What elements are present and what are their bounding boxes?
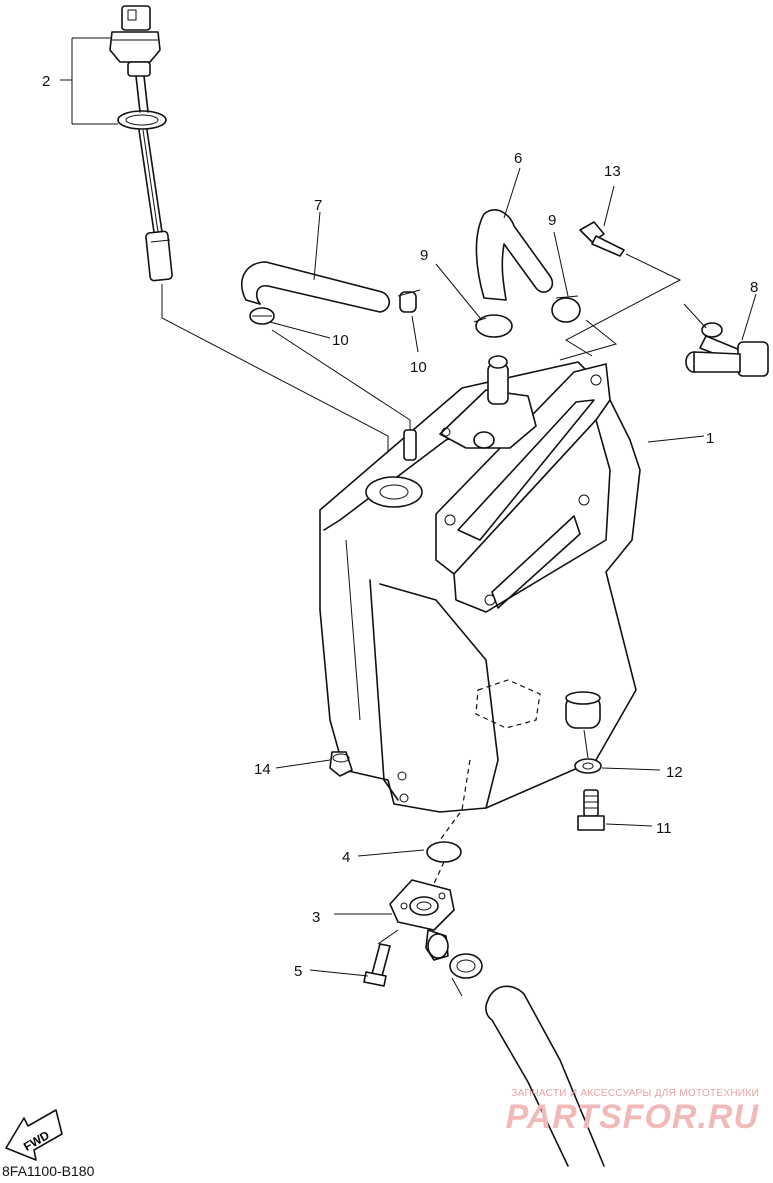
hose-clamp-9b[interactable] bbox=[551, 295, 581, 323]
bolt-5[interactable] bbox=[363, 943, 391, 987]
fwd-arrow-icon: FWD bbox=[5, 1109, 63, 1161]
bolt-13[interactable] bbox=[579, 221, 625, 257]
breather-hose[interactable] bbox=[241, 261, 391, 313]
lower-hose-clamp[interactable] bbox=[449, 953, 483, 997]
oil-level-sensor[interactable] bbox=[109, 5, 173, 282]
lower-oil-hose[interactable] bbox=[485, 985, 605, 1167]
hose-clamp-9a[interactable] bbox=[473, 314, 513, 338]
callout-7: 7 bbox=[314, 197, 322, 214]
watermark: ЗАПЧАСТИ И АКСЕССУАРЫ ДЛЯ МОТОТЕХНИКИ PA… bbox=[506, 1088, 759, 1135]
o-ring-4[interactable] bbox=[426, 841, 462, 863]
callout-14: 14 bbox=[254, 761, 271, 778]
callout-9a: 9 bbox=[420, 247, 428, 264]
callout-12: 12 bbox=[666, 764, 683, 781]
watermark-tagline: ЗАПЧАСТИ И АКСЕССУАРЫ ДЛЯ МОТОТЕХНИКИ bbox=[511, 1088, 759, 1099]
washer-12[interactable] bbox=[574, 758, 602, 774]
oil-tank[interactable] bbox=[319, 355, 641, 841]
hose-clamp-10b[interactable] bbox=[397, 289, 421, 313]
callout-3: 3 bbox=[312, 909, 320, 926]
hose-clamp-10a[interactable] bbox=[249, 307, 275, 325]
callout-8: 8 bbox=[750, 279, 758, 296]
callout-10b: 10 bbox=[410, 359, 427, 376]
drain-bolt-11[interactable] bbox=[577, 789, 605, 831]
callout-2: 2 bbox=[42, 73, 50, 90]
callout-1: 1 bbox=[706, 430, 714, 447]
callout-5: 5 bbox=[294, 963, 302, 980]
callout-11: 11 bbox=[656, 820, 672, 837]
watermark-brand: PARTSFOR.RU bbox=[505, 1098, 759, 1136]
callout-6: 6 bbox=[514, 150, 522, 167]
elbow-fitting-8[interactable] bbox=[685, 322, 769, 377]
callout-9b: 9 bbox=[548, 212, 556, 229]
callout-4: 4 bbox=[342, 849, 350, 866]
callout-10a: 10 bbox=[332, 332, 349, 349]
callout-13: 13 bbox=[604, 163, 621, 180]
tank-hose[interactable] bbox=[475, 209, 554, 301]
outlet-flange-3[interactable] bbox=[389, 879, 455, 961]
diagram-code: 8FA1100-B180 bbox=[2, 1163, 95, 1179]
grommet-14[interactable] bbox=[329, 751, 353, 777]
